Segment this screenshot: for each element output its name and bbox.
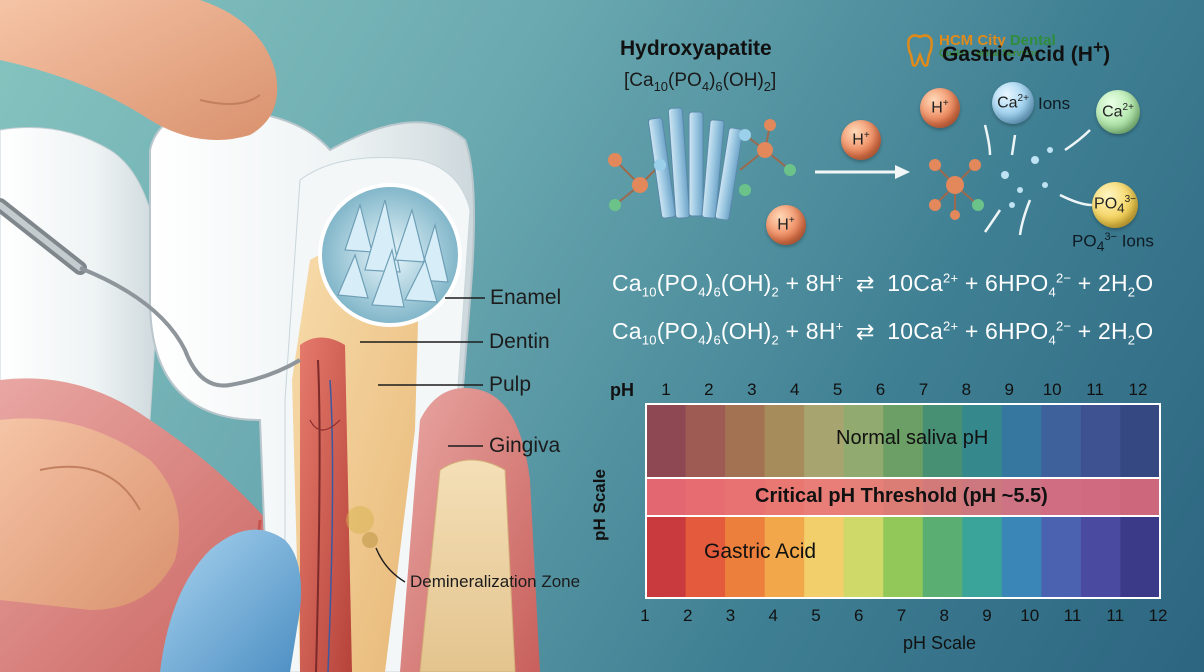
ph-top-tick-label: 12 [1128,380,1148,399]
equation-1: Ca10(PO4)6(OH)2 + 8H+ ⇄ 10Ca2+ + 6HPO42−… [612,270,1154,300]
brand-name: HCM City Dental [939,32,1056,49]
ph-top-prefix: pH [610,380,634,400]
label-enamel: Enamel [490,286,562,309]
ph-top-tick-label: 11 [1086,380,1104,399]
ph-bottom-tick-label: 1 [640,606,650,625]
hydrogen-ion-1: H+ [841,120,881,160]
ph-y-axis-title: pH Scale [590,469,609,541]
label-demineralization-zone: Demineralization Zone [410,572,581,591]
ph-top-tick-label: 8 [961,380,972,399]
ph-bottom-tick-label: 5 [811,606,821,625]
ph-bottom-tick-label: 12 [1148,606,1168,625]
ph-band-label-bottom: Gastric Acid [704,540,817,563]
label-gingiva: Gingiva [489,434,561,457]
ph-bottom-tick-label: 11 [1063,606,1082,625]
ph-bottom-tick-label: 11 [1106,606,1125,625]
ph-bottom-tick-label: 7 [896,606,907,625]
ph-top-tick-label: 9 [1004,380,1014,399]
ions-label: Ions [1038,94,1071,113]
phosphate-ion: PO43− [1092,182,1138,228]
ph-top-tick-label: 6 [875,380,886,399]
brand-tagline: Quality Dental Services [939,48,1040,58]
ph-bottom-tick-label: 8 [939,606,949,625]
calcium-ion-1: Ca2+ [992,82,1034,124]
ph-x-axis-title: pH Scale [903,633,977,653]
brand-logo: HCM City Dental Quality Dental Services [905,33,1056,67]
ph-bottom-tick-label: 3 [725,606,736,625]
ph-band-label-middle: Critical pH Threshold (pH ~5.5) [755,485,1048,507]
tooth-logo-icon [907,34,933,67]
phosphate-ions-label: PO43− Ions [1072,231,1154,256]
ph-top-tick-label: 4 [789,380,800,399]
gastric-acid-title: Gastric Acid (H+) [942,37,1111,66]
hydrogen-ion-3: H+ [920,88,960,128]
ph-top-tick-label: 7 [918,380,929,399]
ph-top-tick-label: 1 [661,380,671,399]
ph-top-tick-label: 5 [832,380,843,399]
ph-bottom-tick-label: 6 [854,606,864,625]
hydroxyapatite-formula: [Ca10(PO4)6(OH)2] [624,70,777,94]
ph-band-label-top: Normal saliva pH [836,427,989,449]
hydrogen-ion-2: H+ [766,205,806,245]
ph-bottom-tick-label: 9 [982,606,992,625]
equation-2: Ca10(PO4)6(OH)2 + 8H+ ⇄ 10Ca2+ + 6HPO42−… [612,318,1154,348]
ph-bottom-tick-label: 2 [683,606,693,625]
label-pulp: Pulp [489,373,532,396]
hydroxyapatite-title: Hydroxyapatite [620,37,772,60]
ph-top-tick-label: 10 [1042,380,1062,399]
ph-bottom-tick-label: 4 [768,606,778,625]
calcium-ion-2: Ca2+ [1096,90,1140,134]
ph-top-tick-label: 2 [704,380,714,399]
label-dentin: Dentin [489,330,550,353]
ph-bottom-tick-label: 10 [1020,606,1040,625]
ph-top-tick-label: 3 [747,380,757,399]
